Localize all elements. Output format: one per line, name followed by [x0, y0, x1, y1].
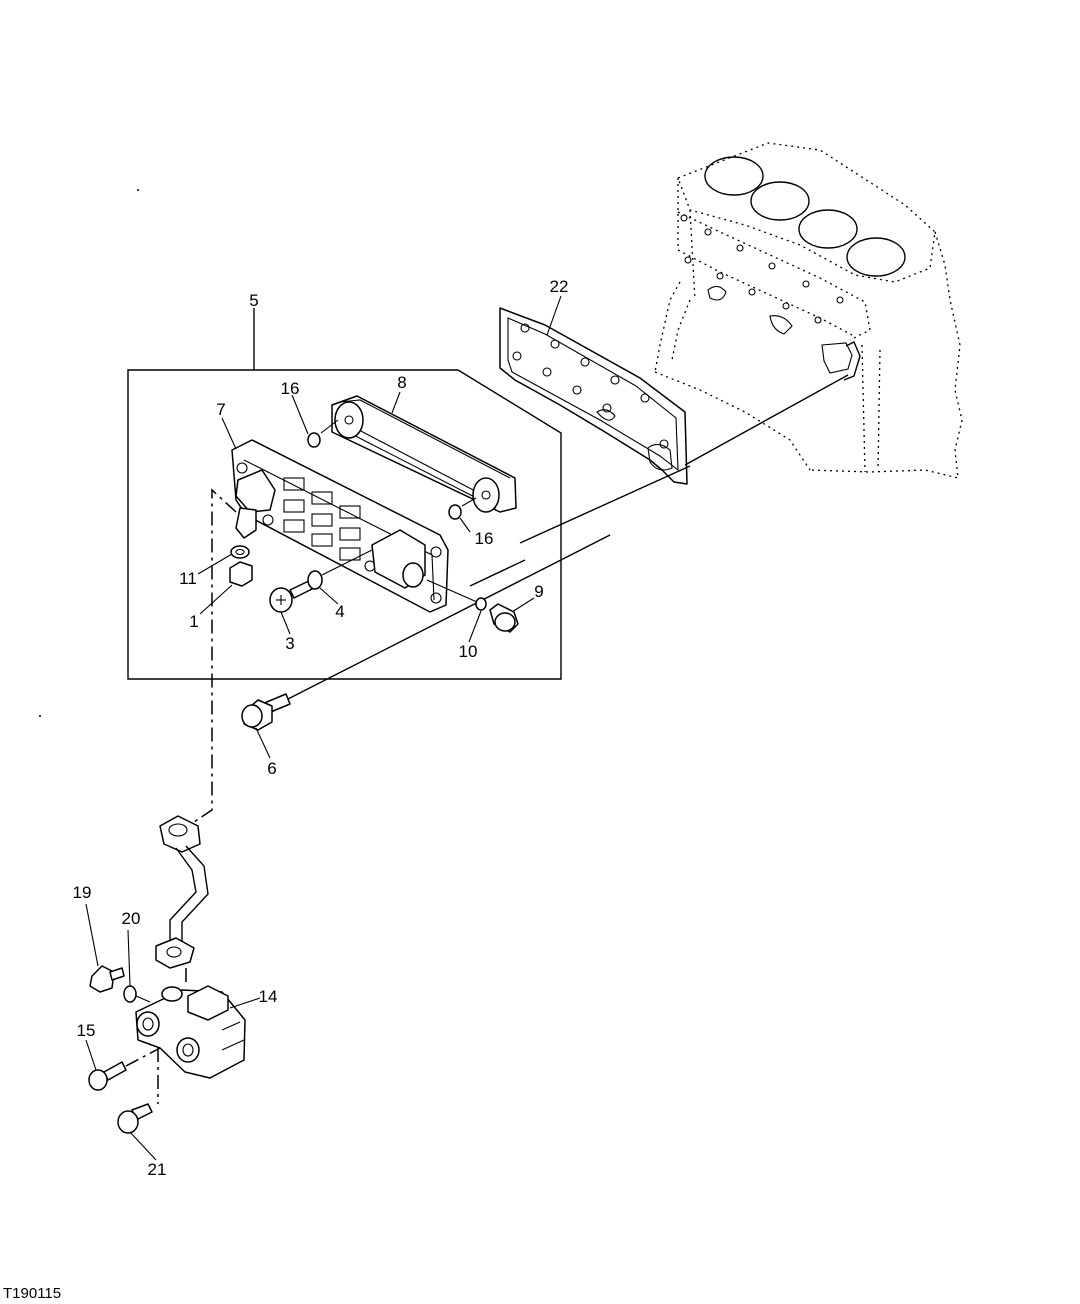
- o-ring-10: [475, 597, 487, 611]
- plug-19: [89, 965, 125, 993]
- oil-cooler-element-8: [331, 395, 517, 513]
- callout-10: 10: [459, 642, 478, 661]
- callout-1: 1: [189, 612, 198, 631]
- callout-15: 15: [77, 1021, 96, 1040]
- oil-pipe: [155, 815, 209, 969]
- callout-14: 14: [259, 987, 278, 1006]
- callout-8: 8: [397, 373, 406, 392]
- callout-labels: 22 5 8 16 7 16 11 1 3 4 9 10 6 19 20 14 …: [73, 277, 569, 1179]
- oil-cooler-cover-7: [231, 439, 449, 613]
- engine-block: [654, 142, 963, 479]
- assembly-frame: [127, 369, 562, 680]
- oil-line-centerline: [187, 488, 237, 827]
- washer-20: [123, 985, 137, 1003]
- o-ring-16-upper: [307, 432, 321, 448]
- cooler-alignment-line-lower: [469, 559, 526, 587]
- o-ring-16-lower: [448, 504, 462, 520]
- plug-9: [489, 603, 519, 633]
- bolt-15: [88, 1061, 127, 1091]
- plug-1: [229, 561, 253, 587]
- callout-22: 22: [550, 277, 569, 296]
- filter-base-14: [135, 985, 246, 1079]
- cooler-alignment-line: [519, 465, 691, 544]
- callout-16-upper: 16: [281, 379, 300, 398]
- callout-4: 4: [335, 602, 344, 621]
- callout-11: 11: [179, 569, 197, 588]
- callout-9: 9: [534, 582, 543, 601]
- bolt-6-alignment-line: [285, 534, 611, 701]
- callout-7: 7: [216, 400, 225, 419]
- callout-5: 5: [249, 291, 258, 310]
- gasket-alignment-line: [684, 374, 849, 466]
- callout-20: 20: [122, 909, 141, 928]
- callout-16-lower: 16: [475, 529, 494, 548]
- gasket-22: [499, 307, 688, 485]
- block-bolt-holes: [680, 214, 844, 324]
- washer-11: [230, 545, 250, 559]
- plug-21: [117, 1103, 153, 1134]
- leader-lines: [85, 295, 562, 1161]
- callout-6: 6: [267, 759, 276, 778]
- bolt-6: [241, 693, 291, 731]
- bolt-15-centerline: [125, 1047, 161, 1067]
- screw-3: [269, 577, 319, 613]
- callout-3: 3: [285, 634, 294, 653]
- gasket-bolt-holes: [512, 323, 669, 449]
- washer-4: [307, 570, 323, 590]
- callout-19: 19: [73, 883, 92, 902]
- callout-21: 21: [148, 1160, 167, 1179]
- figure-id: T190115: [3, 1285, 61, 1302]
